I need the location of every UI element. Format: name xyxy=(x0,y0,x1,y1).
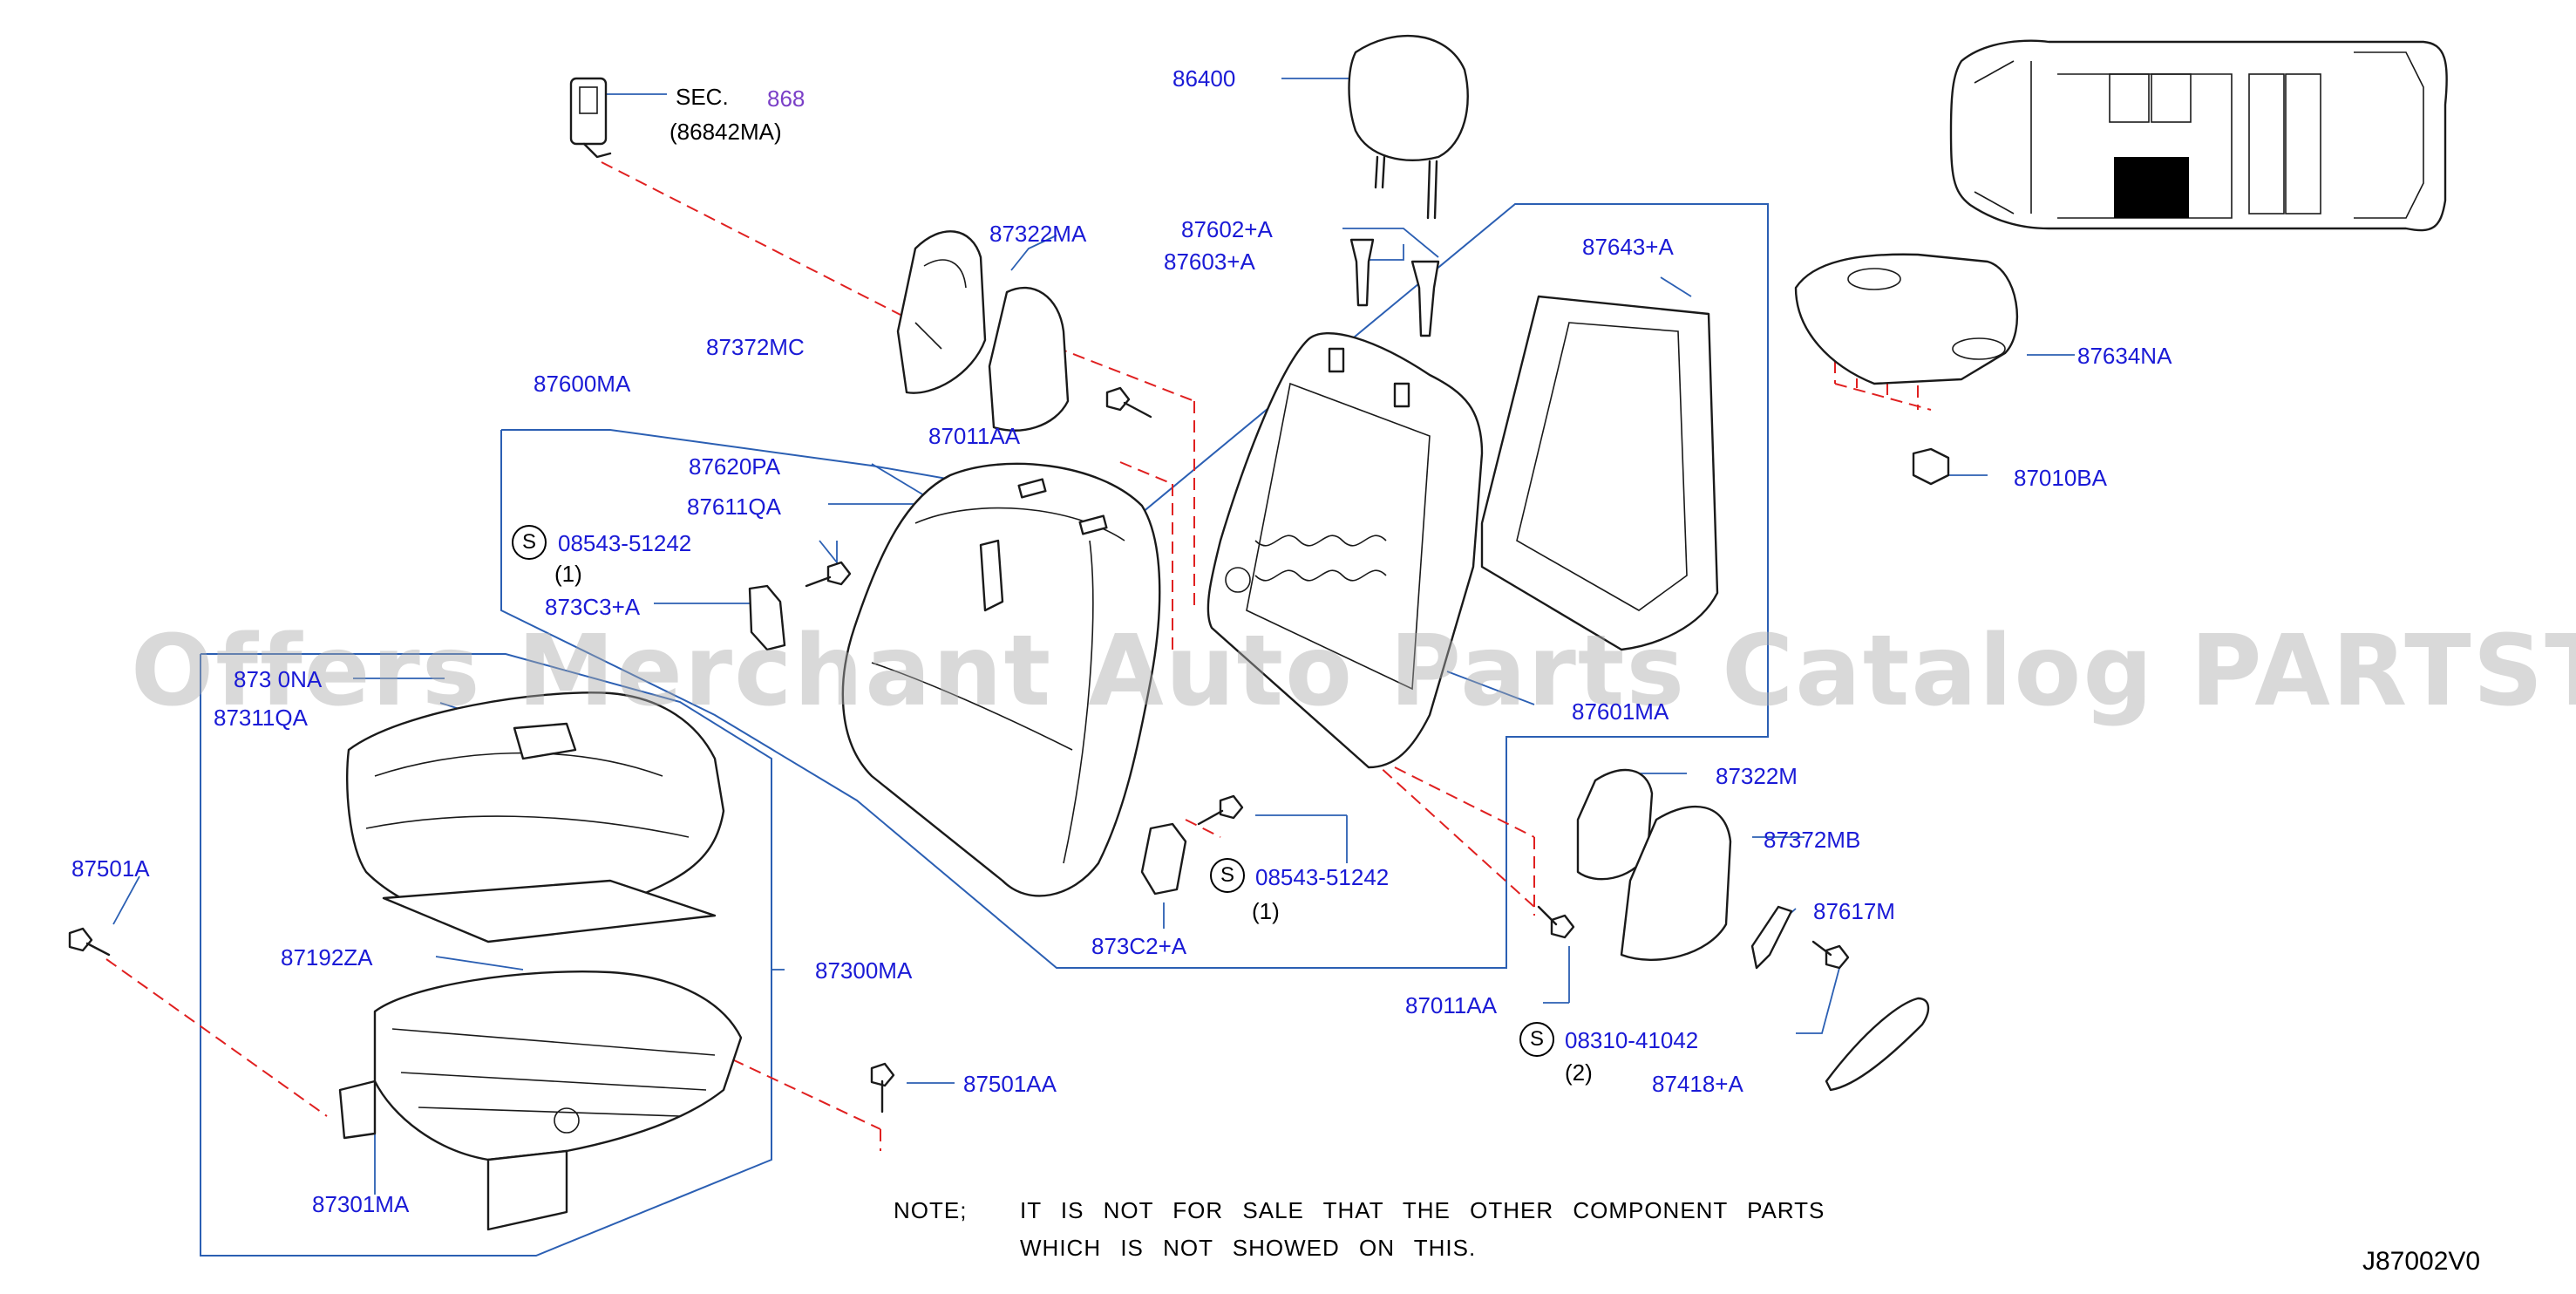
seatback-frame xyxy=(1206,332,1484,769)
callout-87602A[interactable]: 87602+A xyxy=(1181,216,1273,242)
bolt-87011AA-bottom xyxy=(1537,905,1575,939)
bolt-08543-top xyxy=(805,561,852,588)
cushion-assembly-frame xyxy=(200,653,772,1257)
callout-87601MA[interactable]: 87601MA xyxy=(1572,698,1669,725)
vehicle-locator xyxy=(1949,39,2448,232)
finisher-87372MB xyxy=(1620,805,1732,961)
bracket-873C3A xyxy=(748,584,786,651)
note-line-2: WHICH IS NOT SHOWED ON THIS. xyxy=(1020,1235,1477,1261)
callout-87372MC[interactable]: 87372MC xyxy=(706,334,805,360)
quantity-bottom: (1) xyxy=(1252,898,1280,924)
bolt-08310 xyxy=(1811,940,1850,970)
headrest xyxy=(1348,35,1469,220)
note-label: NOTE; xyxy=(894,1197,968,1223)
callout-87643A[interactable]: 87643+A xyxy=(1582,234,1674,260)
knob-87418A xyxy=(1825,997,1930,1092)
callout-87322M[interactable]: 87322M xyxy=(1716,763,1798,789)
cushion-pad-87192ZA xyxy=(382,879,717,943)
bolt-08543-bottom xyxy=(1197,794,1244,826)
standard-part-symbol-right: S xyxy=(1519,1022,1554,1057)
callout-87301MA[interactable]: 87301MA xyxy=(312,1191,410,1217)
callout-87418A[interactable]: 87418+A xyxy=(1652,1071,1743,1097)
callout-87322MA[interactable]: 87322MA xyxy=(989,221,1087,247)
callout-87372MB[interactable]: 87372MB xyxy=(1764,827,1861,853)
lever-87617M xyxy=(1750,905,1793,970)
back-board xyxy=(1794,253,2018,385)
callout-08310[interactable]: 08310-41042 xyxy=(1565,1027,1699,1053)
callout-87617M[interactable]: 87617M xyxy=(1813,898,1895,924)
callout-87600MA[interactable]: 87600MA xyxy=(534,371,631,397)
seatbelt-buckle xyxy=(569,77,612,159)
callout-87010BA[interactable]: 87010BA xyxy=(2014,465,2107,491)
diagram-code: J87002V0 xyxy=(2362,1247,2481,1276)
bolts xyxy=(68,386,1850,1114)
callout-87603A[interactable]: 87603+A xyxy=(1164,249,1255,275)
quantity-right: (2) xyxy=(1565,1059,1593,1086)
callout-86400[interactable]: 86400 xyxy=(1172,65,1236,92)
headrest-guides xyxy=(1349,238,1440,337)
bolt-87011AA-top xyxy=(1105,386,1152,419)
section-ref-prefix: SEC. xyxy=(676,84,729,110)
callout-873C2A[interactable]: 873C2+A xyxy=(1091,933,1187,959)
callout-87311QA[interactable]: 87311QA xyxy=(214,705,308,731)
callout-87300MA[interactable]: 87300MA xyxy=(815,957,913,984)
section-ref-part: (86842MA) xyxy=(669,119,782,145)
bolt-87501A xyxy=(68,927,111,957)
callout-87611QA[interactable]: 87611QA xyxy=(687,494,781,520)
seat-frame xyxy=(338,970,743,1231)
callout-87320NA[interactable]: 873 0NA xyxy=(234,666,323,692)
quantity-top: (1) xyxy=(554,561,582,587)
callout-87620PA[interactable]: 87620PA xyxy=(689,453,781,480)
bracket-873C2A xyxy=(1140,822,1187,896)
section-ref-link[interactable]: 868 xyxy=(767,85,805,112)
seat-cushion xyxy=(345,691,725,926)
callout-873C3A[interactable]: 873C3+A xyxy=(545,594,641,620)
standard-part-symbol-top: S xyxy=(512,525,547,560)
finisher-outer-87322MA xyxy=(988,286,1070,432)
callout-87192ZA[interactable]: 87192ZA xyxy=(281,944,373,970)
callout-87501AA[interactable]: 87501AA xyxy=(963,1071,1057,1097)
callout-87634NA[interactable]: 87634NA xyxy=(2077,343,2172,369)
seatback-assembly-frame xyxy=(500,203,1769,969)
callout-08543-bottom[interactable]: 08543-51242 xyxy=(1255,864,1390,890)
back-pad xyxy=(1480,295,1719,651)
callout-08543-top[interactable]: 08543-51242 xyxy=(558,530,692,556)
bolt-87501AA xyxy=(870,1062,895,1114)
note-line-1: IT IS NOT FOR SALE THAT THE OTHER COMPON… xyxy=(1020,1197,1825,1223)
callout-87011AA-top[interactable]: 87011AA xyxy=(928,423,1021,449)
callout-87011AA-bottom[interactable]: 87011AA xyxy=(1405,992,1498,1018)
callout-87501A[interactable]: 87501A xyxy=(71,855,150,882)
finisher-inner-87372MC xyxy=(896,230,987,394)
clip-87010BA xyxy=(1912,447,1950,486)
seatback-trim xyxy=(841,462,1161,897)
standard-part-symbol-bottom: S xyxy=(1210,858,1245,893)
